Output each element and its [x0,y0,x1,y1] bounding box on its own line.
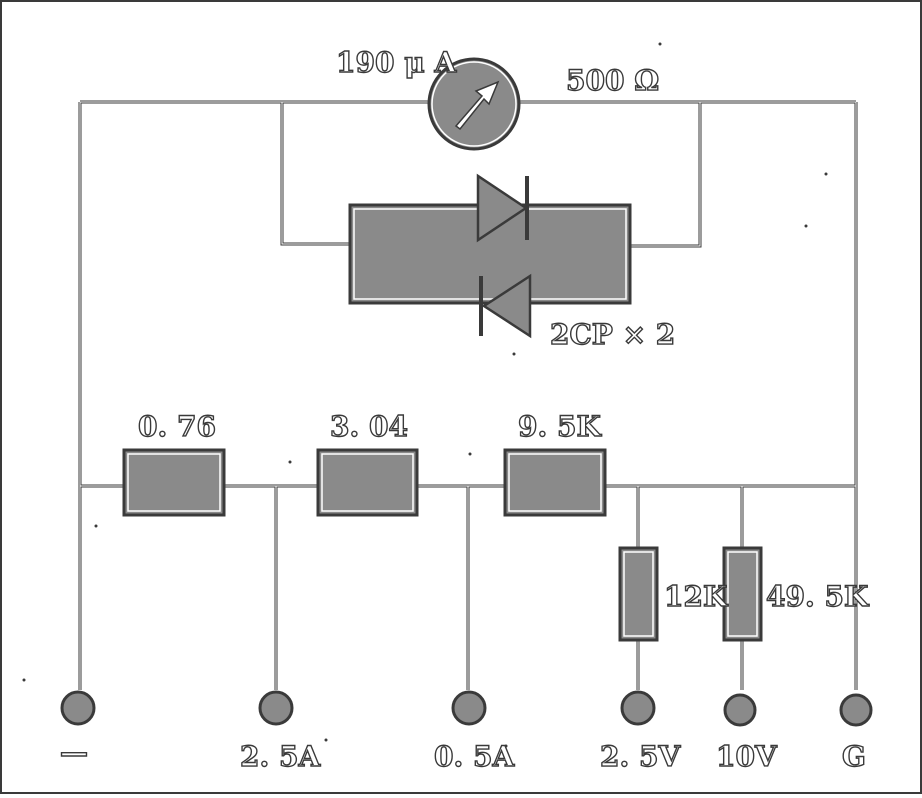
terminal-2-5a [258,690,294,726]
wire-highlights [79,101,857,690]
resistor-r5-label: 49. 5K [766,580,870,613]
resistor-r1 [122,448,226,517]
resistor-r3-label: 9. 5K [518,410,602,443]
resistor-r4 [618,546,659,642]
terminal-minus [60,690,96,726]
terminal-0-5a [451,690,487,726]
meter-resistance-label: 500 Ω [566,64,659,97]
terminals [60,690,873,727]
labels: 190 μ A 500 Ω 2CP × 2 0. 76 3. 04 9. 5K … [59,45,870,773]
resistors [122,448,763,642]
terminal-g-label: G [842,740,866,773]
reverse-diode-icon [481,273,532,339]
diode-right-wire [630,102,702,248]
meter-body [427,57,521,151]
terminal-minus-label: — [60,736,88,769]
terminal-10v-label: 10V [716,740,778,773]
meter-arrow-icon [454,80,500,131]
diode-label: 2CP × 2 [550,318,675,351]
terminal-g [839,693,873,727]
diode-block [348,173,632,339]
galvanometer [427,57,521,151]
diode-left-wire [280,102,350,246]
resistor-r1-label: 0. 76 [138,410,216,443]
resistor-r4-label: 12K [664,580,729,613]
terminal-2-5a-label: 2. 5A [240,740,321,773]
noise-specks [22,42,828,748]
resistor-r2 [316,448,419,517]
resistor-r5 [722,546,763,642]
resistor-r3 [503,448,607,517]
terminal-2-5v-label: 2. 5V [600,740,681,773]
forward-diode-icon [476,173,529,243]
resistor-r2-label: 3. 04 [330,410,408,443]
terminal-0-5a-label: 0. 5A [434,740,515,773]
terminal-2-5v [620,690,656,726]
terminal-10v [723,693,757,727]
meter-current-label: 190 μ A [336,46,457,79]
